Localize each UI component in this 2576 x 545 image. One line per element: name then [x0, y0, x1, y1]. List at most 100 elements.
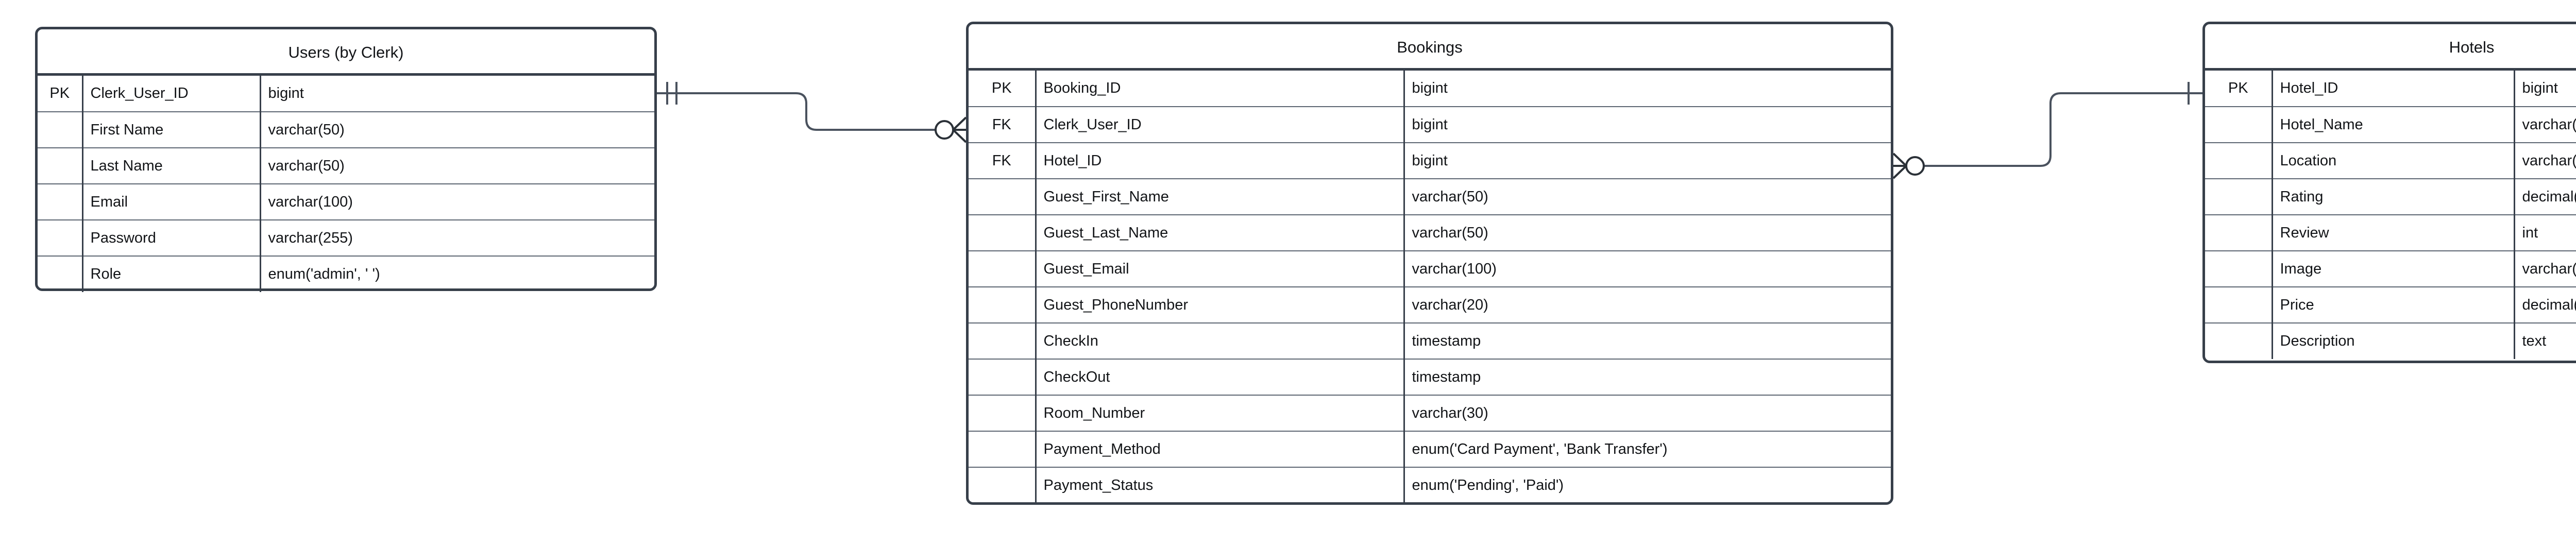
- attribute-key-badge: [969, 251, 1037, 287]
- attribute-type: varchar(100): [259, 184, 654, 220]
- attribute-type: enum('Card Payment', 'Bank Transfer'): [1403, 431, 1891, 468]
- attribute-key-badge: [38, 112, 83, 148]
- attribute-type: decimal(2,1): [2513, 179, 2576, 215]
- attribute-key-badge: [969, 431, 1037, 468]
- attribute-key-badge: [2205, 143, 2273, 179]
- attribute-type: varchar(50): [259, 112, 654, 148]
- attribute-key-badge: [38, 184, 83, 220]
- attribute-key-badge: [2205, 323, 2273, 359]
- attribute-type: int: [2513, 215, 2576, 251]
- attribute-key-badge: [969, 287, 1037, 323]
- cardinality-zero-circle-bookings-right: [1905, 156, 1925, 176]
- attribute-table-hotels: PKHotel_IDbigintHotel_Namevarchar(255)Lo…: [2205, 71, 2576, 359]
- cardinality-zero-circle-bookings: [935, 120, 954, 140]
- attribute-key-badge: PK: [969, 71, 1037, 107]
- attribute-key-badge: [969, 215, 1037, 251]
- attribute-key-badge: [969, 467, 1037, 503]
- crowsfoot-bottom-bookings-right: [1892, 165, 1907, 179]
- attribute-name: Guest_Last_Name: [1036, 215, 1404, 251]
- attribute-type: varchar(30): [1403, 395, 1891, 432]
- entity-title-users: Users (by Clerk): [38, 29, 654, 76]
- attribute-name: Review: [2272, 215, 2514, 251]
- relationship-users-bookings: [657, 82, 967, 143]
- attribute-type: enum('admin', ' '): [259, 256, 654, 292]
- attribute-name: Payment_Status: [1043, 477, 1154, 493]
- attribute-type: decimal(10,2): [2513, 287, 2576, 323]
- attribute-type: varchar(20): [1403, 287, 1891, 323]
- crowsfoot-top-bookings-left: [952, 116, 967, 131]
- connector-line-users-bookings: [657, 92, 966, 131]
- connector-line-hotels-bookings: [1893, 92, 2202, 167]
- attribute-key-badge: [2205, 287, 2273, 323]
- attribute-type: varchar(100): [1403, 251, 1891, 287]
- crowsfoot-bottom-bookings-left: [952, 129, 967, 143]
- attribute-type: bigint: [1403, 107, 1891, 143]
- attribute-type: timestamp: [1403, 323, 1891, 360]
- entity-title-hotels: Hotels: [2205, 24, 2576, 71]
- attribute-name: CheckOut: [1036, 359, 1404, 396]
- attribute-type: bigint: [1403, 143, 1891, 179]
- relationship-hotels-bookings: [1892, 82, 2202, 179]
- entity-box-hotels[interactable]: HotelsPKHotel_IDbigintHotel_Namevarchar(…: [2202, 22, 2576, 363]
- attribute-type: timestamp: [1403, 359, 1891, 396]
- attribute-name: Last Name: [82, 148, 260, 184]
- attribute-name: Booking_ID: [1036, 71, 1404, 107]
- attribute-type: varchar(255): [259, 220, 654, 257]
- crowsfoot-top-bookings-right: [1892, 152, 1907, 167]
- attribute-name: Guest_Email: [1036, 251, 1404, 287]
- attribute-key-badge: [2205, 179, 2273, 215]
- attribute-name: Guest_PhoneNumber: [1036, 287, 1404, 323]
- attribute-type: varchar(50): [2513, 143, 2576, 179]
- attribute-name: Rating: [2272, 179, 2514, 215]
- attribute-type: bigint: [2513, 71, 2576, 107]
- attribute-key-badge: FK: [969, 107, 1037, 143]
- attribute-name: Payment_Method: [1036, 431, 1404, 468]
- attribute-key-badge: [2205, 107, 2273, 143]
- attribute-name: Guest_First_Name: [1036, 179, 1404, 215]
- attribute-key-badge: [2205, 251, 2273, 287]
- attribute-name: Image: [2272, 251, 2514, 287]
- attribute-key-badge: [2205, 215, 2273, 251]
- attribute-key-badge: [969, 359, 1037, 396]
- attribute-name: Clerk_User_ID: [82, 76, 260, 112]
- attribute-key-badge: [969, 179, 1037, 215]
- attribute-name: Email: [82, 184, 260, 220]
- attribute-key-badge: PK: [2205, 71, 2273, 107]
- attribute-name: Room_Number: [1036, 395, 1404, 432]
- attribute-key-badge: [969, 395, 1037, 432]
- attribute-type: bigint: [1403, 71, 1891, 107]
- attribute-name: Price: [2272, 287, 2514, 323]
- attribute-name: Password: [82, 220, 260, 257]
